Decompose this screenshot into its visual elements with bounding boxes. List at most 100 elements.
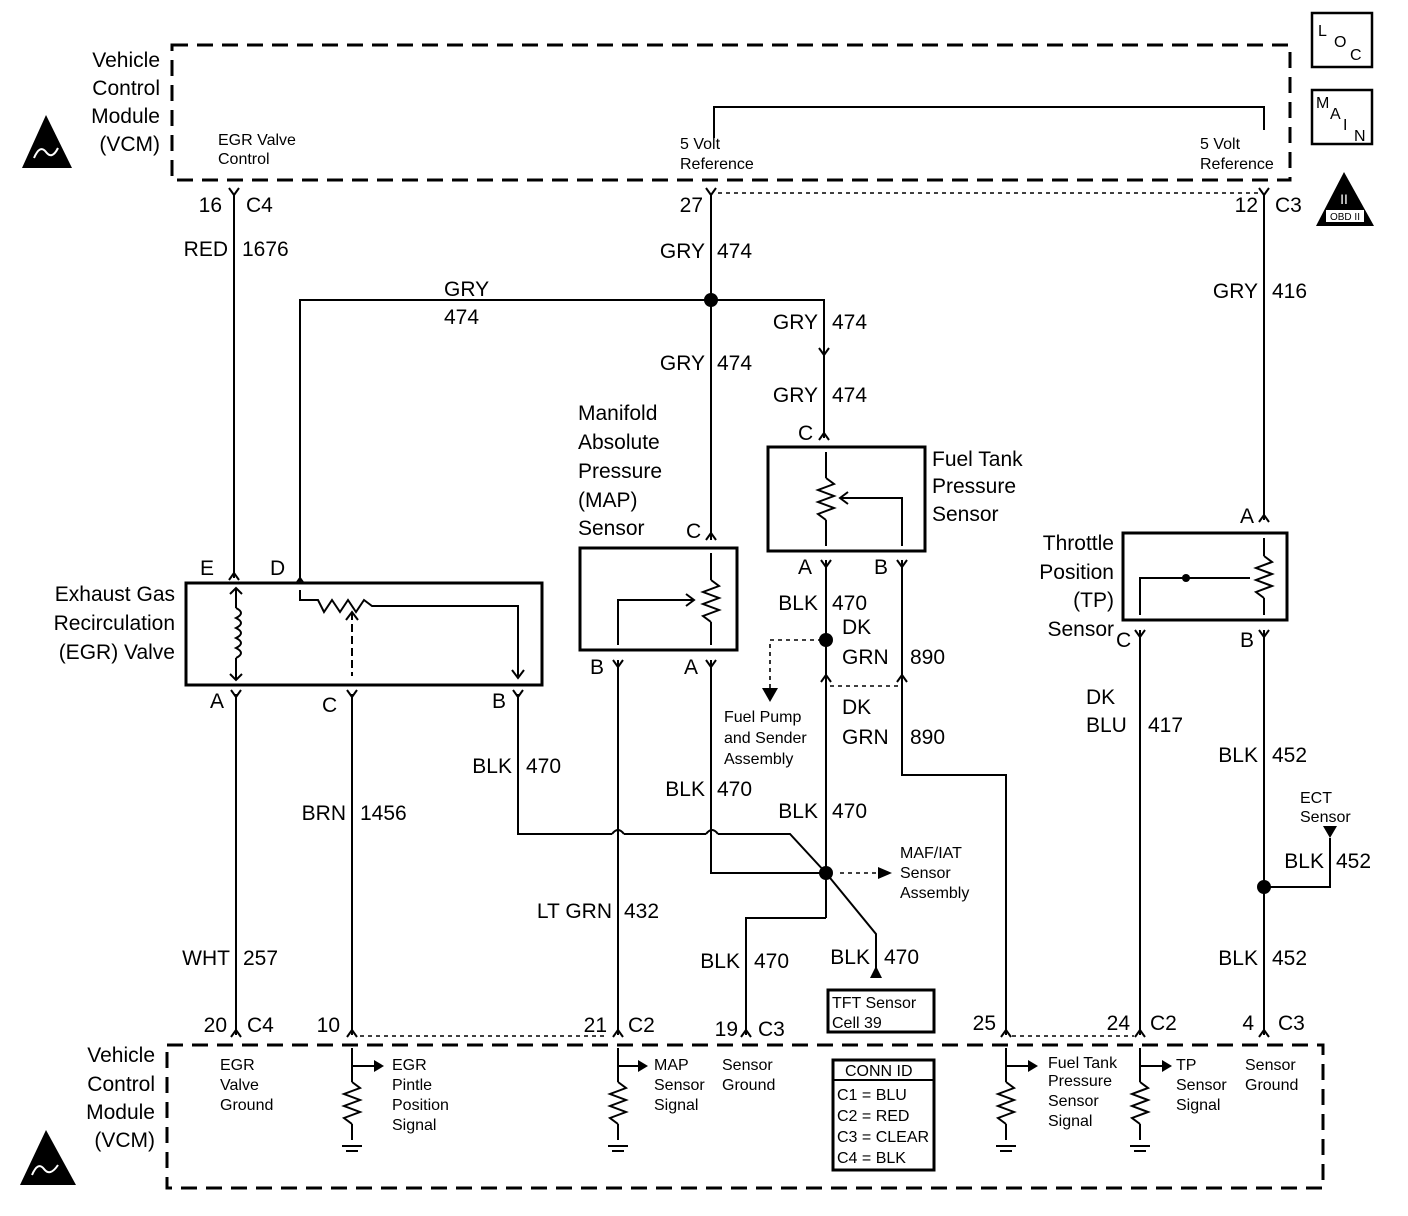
- conn-id-row: C2 = RED: [837, 1108, 909, 1125]
- vcm-top-box: [170, 43, 1292, 182]
- ftp-signal-label: Fuel Tank: [1048, 1055, 1118, 1072]
- wire-circuit: 432: [624, 900, 659, 923]
- svg-text:C: C: [1350, 47, 1362, 64]
- vref-label: Reference: [1200, 156, 1274, 173]
- wire-color: GRY: [444, 278, 489, 301]
- wire-color: BLK: [1284, 850, 1324, 873]
- pullup-resistor-icon: [1129, 1048, 1172, 1152]
- wire-color: BLK: [778, 592, 818, 615]
- egr-valve-control-label: EGR Valve: [218, 132, 296, 149]
- pin-number: 21: [584, 1014, 607, 1037]
- wire-color: GRN: [842, 646, 889, 669]
- loc-badge: L O C: [1310, 11, 1374, 69]
- egr-valve-ground-label: EGR: [220, 1057, 255, 1074]
- wire-color: GRN: [842, 726, 889, 749]
- sensor-ground-label: Ground: [722, 1077, 775, 1094]
- terminal-letter: A: [1240, 505, 1254, 528]
- tp-sensor-label: Throttle: [1043, 532, 1114, 555]
- wire-circuit: 890: [910, 726, 945, 749]
- wire-color: GRY: [773, 311, 818, 334]
- main-badge: M A I N: [1310, 88, 1374, 146]
- ftp-sensor-label: Sensor: [932, 503, 999, 526]
- vcm-bottom-label: Control: [87, 1073, 155, 1096]
- terminal-letter: D: [270, 557, 285, 580]
- wire-color: DK: [842, 616, 871, 639]
- connector-id: C2: [1150, 1012, 1177, 1035]
- wire-color: GRY: [1213, 280, 1258, 303]
- ftp-sensor-label: Pressure: [932, 475, 1016, 498]
- ftp-sensor-label: Fuel Tank: [932, 448, 1023, 471]
- obd-ii-icon: II OBD II: [1316, 172, 1374, 226]
- wire-color: BLK: [700, 950, 740, 973]
- conn-id-row: C1 = BLU: [837, 1087, 907, 1104]
- vcm-bottom-box: [165, 1043, 1325, 1190]
- map-sensor-label: Sensor: [578, 517, 645, 540]
- connector-id: C3: [1278, 1012, 1305, 1035]
- terminal-letter: A: [684, 656, 698, 679]
- fuel-tank-pressure-sensor-box: [766, 445, 927, 553]
- wire-color: WHT: [182, 947, 230, 970]
- tp-sensor-label: Sensor: [1047, 618, 1114, 641]
- conn-id-row: C4 = BLK: [837, 1150, 906, 1167]
- tp-sensor-label: Position: [1039, 561, 1114, 584]
- wire-color: DK: [842, 696, 871, 719]
- fuel-pump-label: Fuel Pump: [724, 709, 801, 726]
- map-sensor-box: [578, 546, 739, 652]
- pin-number: 16: [199, 194, 222, 217]
- egr-valve-ground-label: Ground: [220, 1097, 273, 1114]
- egr-valve-control-label: Control: [218, 151, 270, 168]
- wire-circuit: 474: [717, 352, 752, 375]
- connector-id: C3: [758, 1018, 785, 1041]
- wire-circuit: 470: [754, 950, 789, 973]
- wire-color: BLK: [830, 946, 870, 969]
- maf-iat-label: Sensor: [900, 865, 951, 882]
- vcm-bottom-label: Module: [86, 1101, 155, 1124]
- egr-valve-label: (EGR) Valve: [59, 641, 175, 664]
- sensor-ground-label: Sensor: [722, 1057, 773, 1074]
- pin-number: 4: [1242, 1012, 1254, 1035]
- tft-sensor-box: [826, 988, 936, 1034]
- map-sensor-label: Pressure: [578, 460, 662, 483]
- wire-circuit: 416: [1272, 280, 1307, 303]
- map-sensor-label: Absolute: [578, 431, 660, 454]
- terminal-letter: B: [492, 690, 506, 713]
- ftp-signal-label: Pressure: [1048, 1073, 1112, 1090]
- vref-label: 5 Volt: [680, 136, 721, 153]
- wire-circuit: 452: [1272, 744, 1307, 767]
- vcm-top-label: Control: [92, 77, 160, 100]
- egr-pintle-label: Position: [392, 1097, 449, 1114]
- throttle-position-sensor-box: [1121, 531, 1289, 622]
- wire-circuit: 452: [1336, 850, 1371, 873]
- ect-sensor-label: ECT: [1300, 790, 1332, 807]
- svg-text:II: II: [1340, 191, 1348, 207]
- egr-pintle-label: Signal: [392, 1117, 436, 1134]
- svg-text:A: A: [1330, 106, 1341, 123]
- connector-id: C2: [628, 1014, 655, 1037]
- wire-circuit: 474: [832, 311, 867, 334]
- terminal-letter: B: [1240, 629, 1254, 652]
- tp-sensor-label: (TP): [1073, 589, 1114, 612]
- tft-sensor-label: TFT Sensor: [832, 995, 917, 1012]
- egr-pintle-label: EGR: [392, 1057, 427, 1074]
- wire-circuit: 470: [832, 800, 867, 823]
- egr-pintle-label: Pintle: [392, 1077, 432, 1094]
- wire-color: GRY: [660, 240, 705, 263]
- terminal-letter: C: [686, 520, 701, 543]
- wire-circuit: 890: [910, 646, 945, 669]
- ftp-signal-label: Signal: [1048, 1113, 1092, 1130]
- terminal-letter: B: [590, 656, 604, 679]
- esd-warning-icon: [20, 1130, 76, 1185]
- wire-color: GRY: [660, 352, 705, 375]
- svg-text:O: O: [1334, 34, 1346, 51]
- terminal-letter: C: [798, 422, 813, 445]
- egr-valve-ground-label: Valve: [220, 1077, 259, 1094]
- svg-text:I: I: [1343, 117, 1347, 134]
- wire-color: LT GRN: [537, 900, 612, 923]
- map-sensor-label: (MAP): [578, 489, 638, 512]
- egr-valve-box: [184, 581, 544, 687]
- tp-signal-label: Signal: [1176, 1097, 1220, 1114]
- egr-valve-label: Exhaust Gas: [55, 583, 175, 606]
- wire-color: BLK: [665, 778, 705, 801]
- pin-number: 24: [1107, 1012, 1131, 1035]
- wire-color: DK: [1086, 686, 1115, 709]
